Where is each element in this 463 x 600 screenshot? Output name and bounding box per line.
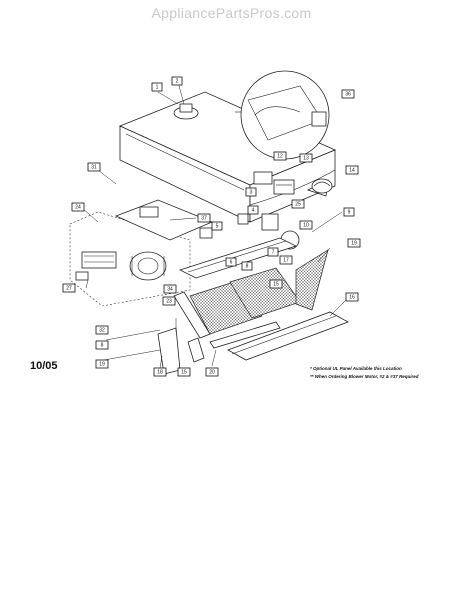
callout-18: 18 (153, 367, 167, 377)
callout-24: 24 (71, 202, 85, 212)
svg-text:27: 27 (66, 285, 72, 291)
hood-housing (118, 91, 337, 223)
callout-13: 13 (299, 153, 313, 163)
svg-text:37: 37 (201, 215, 207, 221)
note-optional-panel: * Optional UL Panel Available this Locat… (310, 366, 402, 371)
callout-32: 32 (95, 325, 109, 335)
callout-6: 6 (225, 257, 237, 267)
grease-filters (173, 267, 301, 339)
callout-12: 12 (273, 151, 287, 161)
note-ordering-blower: ** When Ordering Blower Motor, #2 & #37 … (310, 374, 419, 379)
svg-text:19: 19 (99, 361, 105, 367)
callout-20: 20 (205, 367, 219, 377)
callout-9: 9 (343, 207, 355, 217)
site-watermark: AppliancePartsPros.com (151, 5, 312, 21)
svg-text:13: 13 (303, 155, 309, 161)
callout-37: 37 (197, 213, 211, 223)
callout-10: 10 (299, 220, 313, 230)
svg-text:6: 6 (230, 259, 233, 265)
svg-text:32: 32 (99, 327, 105, 333)
svg-text:20: 20 (209, 369, 215, 375)
svg-text:18: 18 (157, 369, 163, 375)
svg-text:25: 25 (295, 201, 301, 207)
callout-7: 7 (267, 247, 279, 257)
callout-34: 34 (163, 284, 177, 294)
blower-assembly (69, 211, 191, 307)
svg-text:10: 10 (303, 222, 309, 228)
svg-text:1: 1 (156, 84, 159, 90)
callout-17: 17 (279, 255, 293, 265)
detail-magnifier (235, 70, 330, 160)
svg-text:4: 4 (252, 207, 255, 213)
svg-text:17: 17 (283, 257, 289, 263)
revision-date: 10/05 (30, 360, 58, 372)
callout-16: 16 (345, 292, 359, 302)
callout-31: 31 (87, 162, 101, 172)
light-lens (311, 178, 333, 194)
callout-25: 25 (291, 199, 305, 209)
callout-36: 36 (341, 89, 355, 99)
callout-8-top: 8 (241, 261, 253, 271)
callout-15-mid: 15 (269, 279, 283, 289)
svg-text:19: 19 (351, 240, 357, 246)
callout-15-bottom: 15 (177, 367, 191, 377)
callout-1: 1 (151, 82, 163, 92)
callout-3: 3 (245, 187, 257, 197)
svg-text:34: 34 (167, 286, 173, 292)
svg-text:5: 5 (216, 223, 219, 229)
svg-text:24: 24 (75, 204, 81, 210)
svg-text:31: 31 (91, 164, 97, 170)
svg-text:9: 9 (348, 209, 351, 215)
callout-27: 27 (62, 283, 76, 293)
svg-text:3: 3 (250, 189, 253, 195)
side-filter-right (295, 249, 329, 311)
svg-text:8: 8 (101, 342, 104, 348)
callout-19-left: 19 (95, 359, 109, 369)
svg-text:14: 14 (349, 167, 355, 173)
callout-19-right: 19 (347, 238, 361, 248)
leader-lines (81, 81, 347, 369)
rear-trough (227, 311, 349, 361)
bottom-strips (157, 321, 281, 375)
svg-text:23: 23 (166, 298, 172, 304)
svg-text:8: 8 (246, 263, 249, 269)
svg-text:36: 36 (345, 91, 351, 97)
callout-8: 8 (95, 340, 109, 350)
callout-14: 14 (345, 165, 359, 175)
svg-text:12: 12 (277, 153, 283, 159)
front-channel (178, 237, 298, 279)
callout-5: 5 (211, 221, 223, 231)
svg-text:15: 15 (273, 281, 279, 287)
svg-text:16: 16 (349, 294, 355, 300)
svg-text:15: 15 (181, 369, 187, 375)
callout-23: 23 (162, 296, 176, 306)
svg-text:2: 2 (176, 78, 179, 84)
callout-2: 2 (171, 76, 183, 86)
callout-4: 4 (247, 205, 259, 215)
svg-text:7: 7 (272, 249, 275, 255)
